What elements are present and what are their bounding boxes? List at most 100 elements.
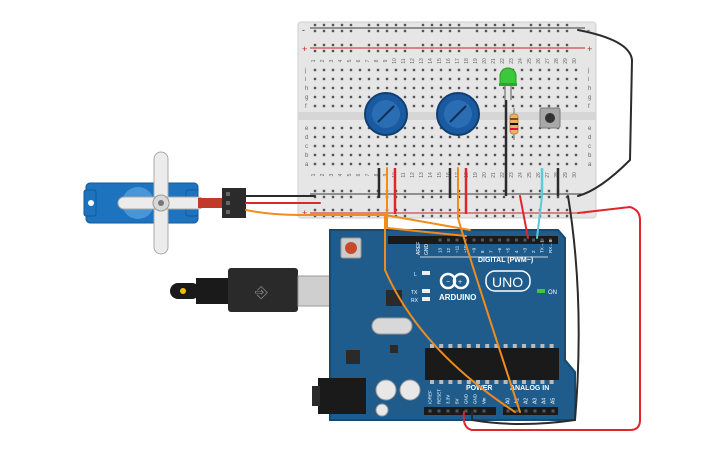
- breadboard-column-number: 4: [338, 173, 344, 176]
- digital-pin-label: ~3: [523, 247, 528, 253]
- resistor[interactable]: [509, 108, 519, 140]
- power-pin-label: 5V: [455, 398, 460, 404]
- analog-in-label: ANALOG IN: [510, 385, 549, 392]
- rx-led-label: RX: [411, 298, 419, 304]
- analog-header: [503, 407, 558, 415]
- breadboard-column-number: 17: [455, 58, 461, 64]
- breadboard-column-number: 30: [572, 172, 578, 178]
- potentiometer-2[interactable]: [436, 92, 480, 136]
- l-led-label: L: [414, 272, 417, 278]
- breadboard-row-letter: h: [588, 86, 591, 92]
- tx-led-label: TX: [411, 290, 418, 296]
- breadboard-column-number: 13: [419, 58, 425, 64]
- breadboard-column-number: 27: [545, 58, 551, 64]
- aref-label: AREF: [416, 242, 422, 255]
- servo-connector: [198, 188, 246, 218]
- breadboard-column-number: 20: [482, 172, 488, 178]
- breadboard-column-number: 2: [320, 59, 326, 62]
- breadboard-row-letter: f: [588, 104, 590, 110]
- breadboard-row-letter: b: [305, 153, 309, 159]
- svg-text:−: −: [446, 279, 450, 286]
- breadboard-row-letter: f: [305, 104, 307, 110]
- breadboard-column-number: 2: [320, 173, 326, 176]
- analog-pin-label: A0: [506, 398, 512, 404]
- analog-pin-label: A1: [515, 398, 521, 404]
- analog-pin-label: A3: [533, 398, 539, 404]
- power-pin-label: RESET: [437, 389, 442, 404]
- digital-pin-label: 2: [531, 250, 536, 253]
- breadboard-row-letter: i: [305, 77, 306, 83]
- analog-pin-label: A2: [524, 398, 530, 404]
- arduino-brand: ARDUINO: [439, 293, 476, 302]
- breadboard-column-number: 22: [500, 58, 506, 64]
- power-pin-label: GND: [473, 393, 478, 404]
- breadboard-row-letter: g: [305, 95, 308, 101]
- breadboard-column-number: 16: [446, 58, 452, 64]
- breadboard-column-number: 29: [563, 58, 569, 64]
- breadboard-row-letter: a: [305, 162, 309, 168]
- digital-pin-label: ~11: [455, 245, 460, 253]
- usb-cable: ⎆: [170, 268, 337, 312]
- breadboard-row-letter: j: [587, 68, 589, 74]
- svg-text:+: +: [458, 279, 462, 286]
- digital-pin-label: TX→1: [540, 240, 545, 253]
- breadboard-column-number: 27: [545, 172, 551, 178]
- servo-motor[interactable]: [83, 151, 205, 255]
- breadboard-row-letter: c: [588, 144, 591, 150]
- breadboard-column-number: 29: [563, 172, 569, 178]
- rail-plus-label-bottom: +: [302, 208, 307, 218]
- breadboard-column-number: 6: [356, 59, 362, 62]
- breadboard-column-number: 15: [437, 58, 443, 64]
- potentiometer-1[interactable]: [364, 92, 408, 136]
- breadboard-row-letter: c: [305, 144, 308, 150]
- breadboard-jumpers: [377, 100, 560, 214]
- digital-pin-label: ~9: [472, 247, 477, 253]
- atmega-chip: [425, 348, 559, 380]
- rail-plus-label: +: [302, 44, 307, 54]
- analog-pin-label: A5: [551, 398, 557, 404]
- arduino-logo: − +: [439, 272, 470, 290]
- breadboard-row-letter: a: [588, 162, 592, 168]
- digital-pwm-label: DIGITAL (PWM~): [478, 257, 533, 264]
- breadboard-column-number: 19: [473, 58, 479, 64]
- breadboard-column-number: 24: [518, 172, 524, 178]
- pushbutton[interactable]: [539, 107, 561, 129]
- power-pin-label: 3.3V: [446, 395, 451, 404]
- breadboard-column-number: 3: [329, 59, 335, 62]
- breadboard-column-number: 28: [554, 58, 560, 64]
- rail-minus-label-right: -: [587, 25, 590, 35]
- breadboard-row-letter: g: [588, 95, 591, 101]
- breadboard-column-number: 26: [536, 172, 542, 178]
- breadboard-column-number: 10: [392, 58, 398, 64]
- digital-pin-label: 4: [514, 250, 519, 253]
- breadboard-column-number: 5: [347, 173, 353, 176]
- breadboard-column-number: 3: [329, 173, 335, 176]
- breadboard-column-number: 14: [428, 58, 434, 64]
- breadboard-column-number: 8: [374, 59, 380, 62]
- breadboard-column-number: 25: [527, 58, 533, 64]
- on-label: ON: [548, 290, 557, 296]
- digital-pin-label: RX←0: [548, 239, 553, 253]
- power-pin-label: GND: [464, 393, 469, 404]
- breadboard-column-number: 15: [437, 172, 443, 178]
- breadboard-column-number: 11: [401, 172, 407, 177]
- breadboard-column-number: 25: [527, 172, 533, 178]
- digital-pin-label: ~10: [463, 245, 468, 253]
- breadboard-column-number: 23: [509, 58, 515, 64]
- breadboard-column-number: 8: [374, 173, 380, 176]
- green-led[interactable]: [499, 67, 517, 100]
- digital-pin-label: 13: [438, 247, 443, 253]
- breadboard-column-number: 7: [365, 173, 371, 176]
- digital-pin-label: 8: [480, 250, 485, 253]
- gnd-label: GND: [424, 244, 430, 256]
- breadboard-row-letter: e: [305, 126, 309, 132]
- uno-label: UNO: [492, 274, 523, 290]
- breadboard-column-number: 9: [383, 59, 389, 62]
- breadboard-column-number: 30: [572, 58, 578, 64]
- breadboard-column-number: 1: [311, 173, 317, 176]
- rail-minus-label: -: [302, 25, 305, 35]
